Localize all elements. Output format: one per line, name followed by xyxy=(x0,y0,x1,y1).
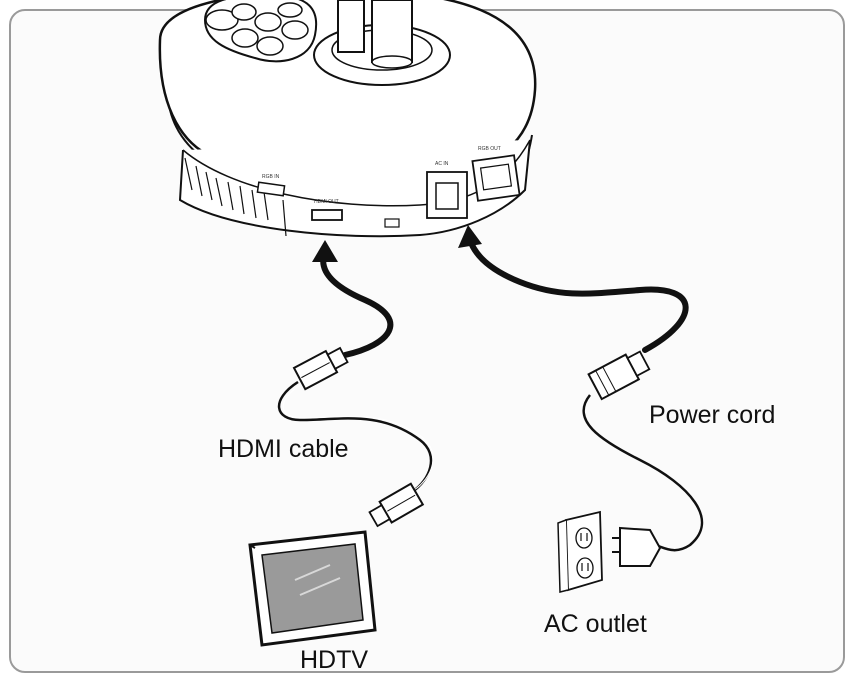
power-cord-label: Power cord xyxy=(649,401,776,429)
wall-plug xyxy=(612,526,662,567)
svg-text:RGB OUT: RGB OUT xyxy=(478,146,501,152)
hdmi-out-port xyxy=(311,209,343,221)
hdmi-connector-top xyxy=(292,346,349,391)
arrow-up-icon xyxy=(312,240,338,262)
power-cord xyxy=(458,225,704,567)
arm-column xyxy=(313,0,451,86)
button-cluster xyxy=(203,0,318,63)
svg-text:AC IN: AC IN xyxy=(435,161,449,167)
svg-text:HDMI OUT: HDMI OUT xyxy=(314,199,339,205)
hdmi-cable xyxy=(277,240,434,528)
ac-outlet-label: AC outlet xyxy=(544,610,647,638)
power-connector xyxy=(587,350,651,401)
device-base: RGB IN HDMI OUT AC IN RGB OUT xyxy=(158,0,537,238)
hdmi-cable-label: HDMI cable xyxy=(218,435,349,463)
side-vents xyxy=(184,157,287,237)
hdtv-icon xyxy=(248,530,377,647)
svg-text:RGB IN: RGB IN xyxy=(262,174,280,180)
hdtv-label: HDTV xyxy=(300,646,369,674)
port-panel: RGB IN HDMI OUT AC IN RGB OUT xyxy=(256,146,521,228)
hdmi-connector-bottom xyxy=(368,482,425,528)
arrow-up-icon xyxy=(458,225,482,248)
wall-outlet-icon xyxy=(557,510,603,593)
